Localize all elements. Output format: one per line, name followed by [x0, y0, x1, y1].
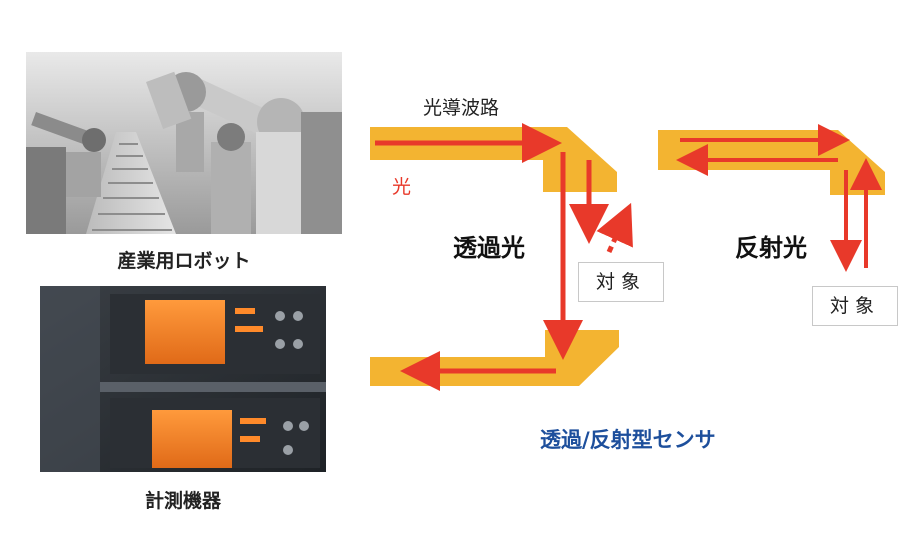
- measuring-instrument-image: [40, 286, 326, 472]
- target-box-reflect: 対象: [812, 286, 898, 326]
- light-label: 光: [392, 176, 412, 198]
- diagram-title: 透過/反射型センサ: [540, 428, 716, 452]
- industrial-robot-image: [26, 52, 342, 234]
- waveguide-label: 光導波路: [423, 97, 500, 119]
- measuring-instrument-photo: [40, 286, 326, 472]
- robot-caption: 産業用ロボット: [117, 250, 251, 272]
- waveguide-bottom: [370, 330, 619, 386]
- scatter-arrow: [596, 202, 633, 254]
- reflected-label: 反射光: [735, 234, 807, 262]
- industrial-robot-photo: [26, 52, 342, 234]
- instrument-caption: 計測機器: [144, 490, 221, 512]
- target-box-transmit: 対象: [578, 262, 664, 302]
- transmitted-label: 透過光: [453, 234, 525, 262]
